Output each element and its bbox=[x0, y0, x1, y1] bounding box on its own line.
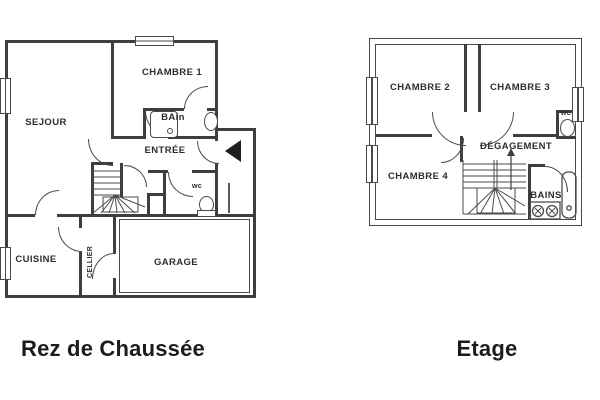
window-symbol bbox=[366, 145, 378, 183]
entrance-arrow-icon bbox=[225, 140, 241, 162]
window-symbol bbox=[366, 77, 378, 125]
wall bbox=[192, 170, 218, 173]
wall bbox=[5, 214, 35, 217]
room-label-chambre2: CHAMBRE 2 bbox=[389, 82, 451, 93]
window-symbol bbox=[135, 36, 174, 46]
room-label-entree: ENTRÉE bbox=[144, 145, 186, 156]
wall bbox=[168, 136, 218, 139]
garage-inner-wall bbox=[119, 219, 250, 293]
sink-icon bbox=[545, 204, 559, 218]
wall bbox=[556, 110, 559, 138]
room-label-garage: GARAGE bbox=[153, 257, 199, 268]
bathtub-icon bbox=[561, 171, 577, 219]
bathtub-drain bbox=[566, 205, 572, 211]
porch-step-line bbox=[228, 183, 230, 213]
wall bbox=[5, 40, 8, 298]
window-symbol bbox=[572, 87, 584, 122]
wall bbox=[57, 214, 256, 217]
window-symbol bbox=[0, 78, 11, 114]
room-label-chambre4: CHAMBRE 4 bbox=[387, 171, 449, 182]
stairs-etage-icon bbox=[462, 160, 526, 215]
wall bbox=[528, 164, 545, 167]
wall bbox=[215, 163, 218, 215]
window-symbol bbox=[0, 247, 11, 280]
stairs-up-arrow-icon bbox=[507, 148, 515, 190]
wall bbox=[120, 163, 123, 197]
wall bbox=[5, 295, 256, 298]
sink-icon bbox=[204, 112, 218, 131]
wall bbox=[79, 252, 82, 296]
wall bbox=[111, 40, 114, 138]
wall bbox=[148, 193, 165, 196]
ground-floor-title: Rez de Chaussée bbox=[21, 336, 205, 361]
shower-drain-dot bbox=[167, 128, 173, 134]
room-label-chambre1: CHAMBRE 1 bbox=[141, 67, 203, 78]
toilet-icon bbox=[560, 119, 575, 137]
wall bbox=[113, 216, 116, 254]
stairs-ground-icon bbox=[92, 170, 146, 214]
toilet-tank bbox=[197, 210, 216, 217]
room-label-bain: BAin bbox=[161, 112, 185, 123]
wall bbox=[147, 193, 150, 215]
wall bbox=[207, 108, 218, 111]
room-label-wc-etage: WC bbox=[560, 111, 572, 117]
wall bbox=[113, 278, 116, 296]
wall bbox=[556, 136, 576, 139]
door-arc bbox=[197, 141, 219, 164]
outer-wall-inner bbox=[375, 44, 576, 220]
vanity bbox=[529, 201, 561, 220]
room-label-sejour: SEJOUR bbox=[25, 117, 67, 128]
wall bbox=[79, 216, 82, 228]
door-arc bbox=[58, 227, 82, 252]
sink-icon bbox=[531, 204, 545, 218]
room-label-cellier: CELLIER bbox=[87, 245, 94, 279]
door-arc bbox=[184, 86, 208, 109]
room-label-cuisine: CUISINE bbox=[15, 254, 57, 265]
wall bbox=[111, 136, 143, 139]
wall bbox=[464, 44, 467, 112]
room-label-bains: BAINS bbox=[530, 190, 562, 201]
shower-icon bbox=[150, 111, 178, 138]
wall bbox=[513, 134, 556, 137]
door-arc bbox=[35, 190, 59, 215]
wall bbox=[215, 40, 218, 141]
outer-wall bbox=[369, 38, 582, 226]
wall bbox=[143, 108, 146, 139]
wall bbox=[218, 128, 256, 131]
wall bbox=[163, 170, 166, 215]
wall bbox=[478, 44, 481, 112]
wall bbox=[143, 108, 184, 111]
room-label-chambre3: CHAMBRE 3 bbox=[489, 82, 551, 93]
wall bbox=[253, 128, 256, 298]
wall bbox=[375, 134, 432, 137]
room-label-degagement: DÉGAGEMENT bbox=[479, 141, 553, 152]
bathroom-fixtures bbox=[529, 171, 577, 220]
wall bbox=[556, 110, 576, 113]
wall bbox=[148, 170, 168, 173]
wall bbox=[528, 164, 531, 219]
first-floor-title: Etage bbox=[456, 336, 518, 361]
room-label-wc-ground: wc bbox=[192, 183, 202, 190]
